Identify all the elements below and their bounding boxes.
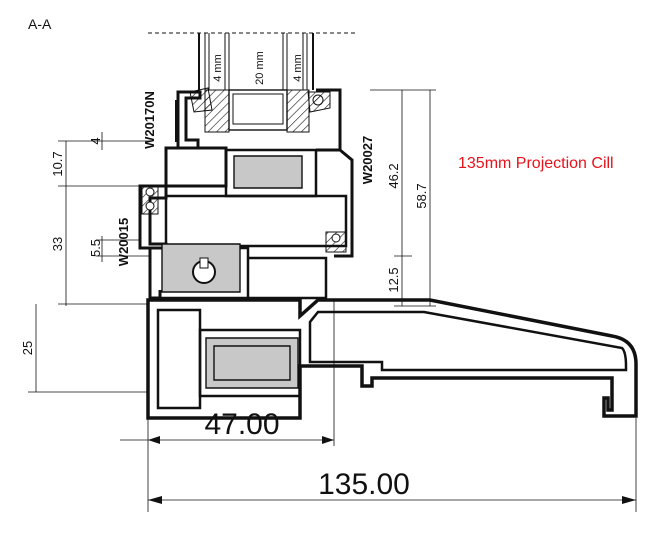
glass-unit bbox=[148, 32, 356, 133]
glass-cavity-label: 20 mm bbox=[254, 51, 266, 85]
dimension-arrows bbox=[148, 436, 636, 504]
cill-profile bbox=[146, 298, 638, 420]
dim-25: 25 bbox=[20, 341, 35, 355]
dim-5-5: 5.5 bbox=[88, 239, 103, 257]
glass-pane-outer-label: 4 mm bbox=[212, 54, 224, 82]
dimension-labels: 4 10.7 33 5.5 25 46.2 58.7 12.5 47.00 13… bbox=[20, 137, 429, 501]
glass-pane-inner-label: 4 mm bbox=[292, 54, 304, 82]
dim-4: 4 bbox=[88, 137, 103, 144]
frame-gaskets bbox=[141, 185, 347, 253]
dim-width-47: 47.00 bbox=[204, 408, 279, 441]
profile-label-w20015: W20015 bbox=[116, 218, 131, 266]
profile-label-w20027: W20027 bbox=[360, 136, 375, 184]
dim-12-5: 12.5 bbox=[386, 267, 401, 292]
sash-gaskets bbox=[189, 87, 331, 113]
dim-33: 33 bbox=[50, 237, 65, 251]
profile-labels: W20170N W20027 W20015 bbox=[116, 91, 375, 266]
dim-58-7: 58.7 bbox=[414, 183, 429, 208]
glass-labels: 4 mm 20 mm 4 mm bbox=[212, 51, 304, 85]
dim-46-2: 46.2 bbox=[386, 163, 401, 188]
projection-annotation: 135mm Projection Cill bbox=[458, 155, 614, 172]
dim-10-7: 10.7 bbox=[50, 151, 65, 176]
thermal-breaks bbox=[161, 155, 303, 389]
section-label: A-A bbox=[28, 16, 52, 32]
profile-label-w20170n: W20170N bbox=[142, 91, 157, 149]
dim-width-135: 135.00 bbox=[318, 468, 410, 501]
